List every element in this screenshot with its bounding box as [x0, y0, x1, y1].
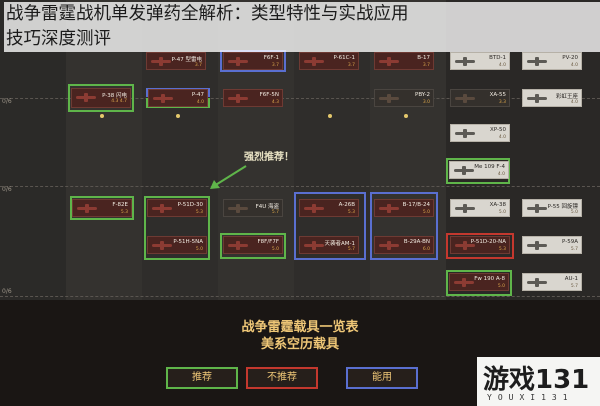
plane-icon [527, 278, 547, 287]
callout-text: 强烈推荐！ [244, 152, 294, 163]
plane-icon [152, 241, 172, 250]
plane-icon [379, 204, 399, 213]
page-title: 战争雷霆战机单发弹药全解析：类型特性与实战应用 技巧深度测评 [4, 2, 600, 52]
plane-icon [153, 94, 173, 103]
plane-icon [228, 57, 248, 66]
plane-icon [455, 57, 475, 66]
usable-marker [294, 192, 366, 260]
arrow-icon [210, 165, 247, 189]
connector-pin [100, 114, 104, 118]
plane-icon [152, 204, 172, 213]
rank-divider [0, 296, 600, 297]
plane-icon [228, 241, 248, 250]
rank-divider [0, 186, 600, 187]
plane-icon [455, 129, 475, 138]
recommended-marker [446, 270, 512, 296]
rank-label: 0/6 [2, 98, 12, 105]
connector-pin [176, 114, 180, 118]
plane-icon [304, 57, 324, 66]
recommended-marker [68, 84, 134, 112]
not-recommended-marker [446, 233, 514, 259]
plane-icon [454, 166, 474, 175]
plane-icon [455, 94, 475, 103]
watermark-brand: 游戏131 [483, 365, 590, 395]
title-line-2: 技巧深度测评 [6, 29, 111, 49]
legend-usable: 能用 [346, 367, 418, 389]
usable-marker [370, 192, 438, 260]
rank-label: 0/6 [2, 288, 12, 295]
plane-icon [527, 94, 547, 103]
plane-icon [304, 241, 324, 250]
plane-icon [151, 57, 171, 66]
plane-icon [527, 57, 547, 66]
rank-divider [0, 98, 600, 99]
watermark-sub: YOUXI131 [487, 393, 574, 402]
legend-recommended: 推荐 [166, 367, 238, 389]
legend-not-recommended: 不推荐 [246, 367, 318, 389]
plane-icon [304, 204, 324, 213]
legend-heading: 战争雷霆载具一览表 [241, 320, 359, 335]
recommended-marker [144, 196, 210, 260]
plane-icon [379, 94, 399, 103]
recommended-marker [70, 196, 134, 220]
plane-icon [77, 204, 97, 213]
plane-icon [379, 241, 399, 250]
plane-icon [454, 278, 474, 287]
title-line-1: 战争雷霆战机单发弹药全解析：类型特性与实战应用 [6, 4, 409, 24]
plane-icon [527, 241, 547, 250]
plane-icon [228, 204, 248, 213]
watermark-logo: 游戏131 YOUXI131 [477, 357, 600, 406]
plane-icon [527, 204, 547, 213]
rank-label: 0/6 [2, 186, 12, 193]
recommended-marker [446, 158, 510, 184]
plane-icon [455, 241, 475, 250]
connector-pin [328, 114, 332, 118]
plane-icon [228, 94, 248, 103]
plane-icon [76, 93, 96, 102]
connector-pin [404, 114, 408, 118]
recommended-marker [220, 233, 286, 259]
plane-icon [455, 204, 475, 213]
plane-icon [379, 57, 399, 66]
legend-subheading: 美系空历载具 [260, 337, 339, 352]
